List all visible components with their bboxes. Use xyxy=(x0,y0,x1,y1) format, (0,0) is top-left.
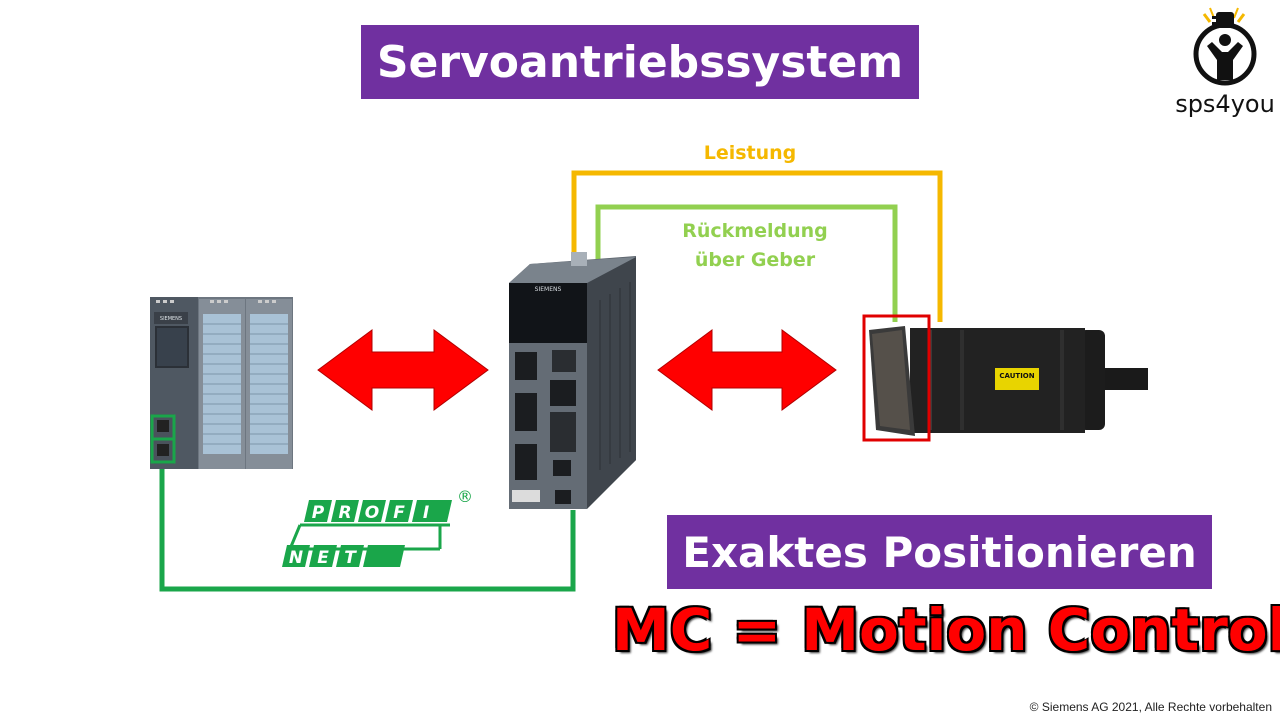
feedback-label-line2: über Geber xyxy=(694,249,816,271)
plc-controller: SIEMENS xyxy=(150,297,293,469)
profinet-letter: F xyxy=(393,503,405,523)
title-banner: Servoantriebssystem xyxy=(361,25,919,99)
power-line xyxy=(571,170,943,322)
power-label: Leistung xyxy=(703,142,797,164)
feedback-label: Rückmeldung über Geber xyxy=(660,217,850,275)
plug-person-icon xyxy=(1193,7,1257,86)
drive-brand-text: SIEMENS xyxy=(535,286,562,293)
logo-text: sps4you xyxy=(1175,90,1275,118)
servo-motor: CAUTION xyxy=(862,314,1148,442)
subtitle-banner: Exaktes Positionieren xyxy=(667,515,1212,589)
sps4you-logo: sps4you xyxy=(1172,2,1278,126)
feedback-label-line1: Rückmeldung xyxy=(682,220,828,242)
profinet-letter: N xyxy=(289,548,303,568)
double-arrow-drive-motor xyxy=(657,329,837,411)
profinet-letter: O xyxy=(365,503,379,523)
copyright-notice: © Siemens AG 2021, Alle Rechte vorbehalt… xyxy=(1029,700,1272,714)
profinet-letter: E xyxy=(317,548,329,568)
motion-control-headline: MC = Motion Control xyxy=(612,596,1280,664)
feedback-line xyxy=(595,204,898,322)
profinet-letter: I xyxy=(423,503,429,523)
profinet-letter: R xyxy=(338,503,351,523)
double-arrow-plc-drive xyxy=(317,329,489,411)
profinet-registered-mark: ® xyxy=(457,487,473,506)
servo-drive: SIEMENS xyxy=(509,252,636,509)
plc-brand-text: SIEMENS xyxy=(160,316,182,322)
profinet-letter: P xyxy=(312,503,325,523)
profinet-logo: P R O F I N E T ® xyxy=(282,487,473,568)
profinet-letter: T xyxy=(344,548,357,568)
profinet-line xyxy=(159,462,576,592)
motor-caution-text: CAUTION xyxy=(999,372,1034,380)
